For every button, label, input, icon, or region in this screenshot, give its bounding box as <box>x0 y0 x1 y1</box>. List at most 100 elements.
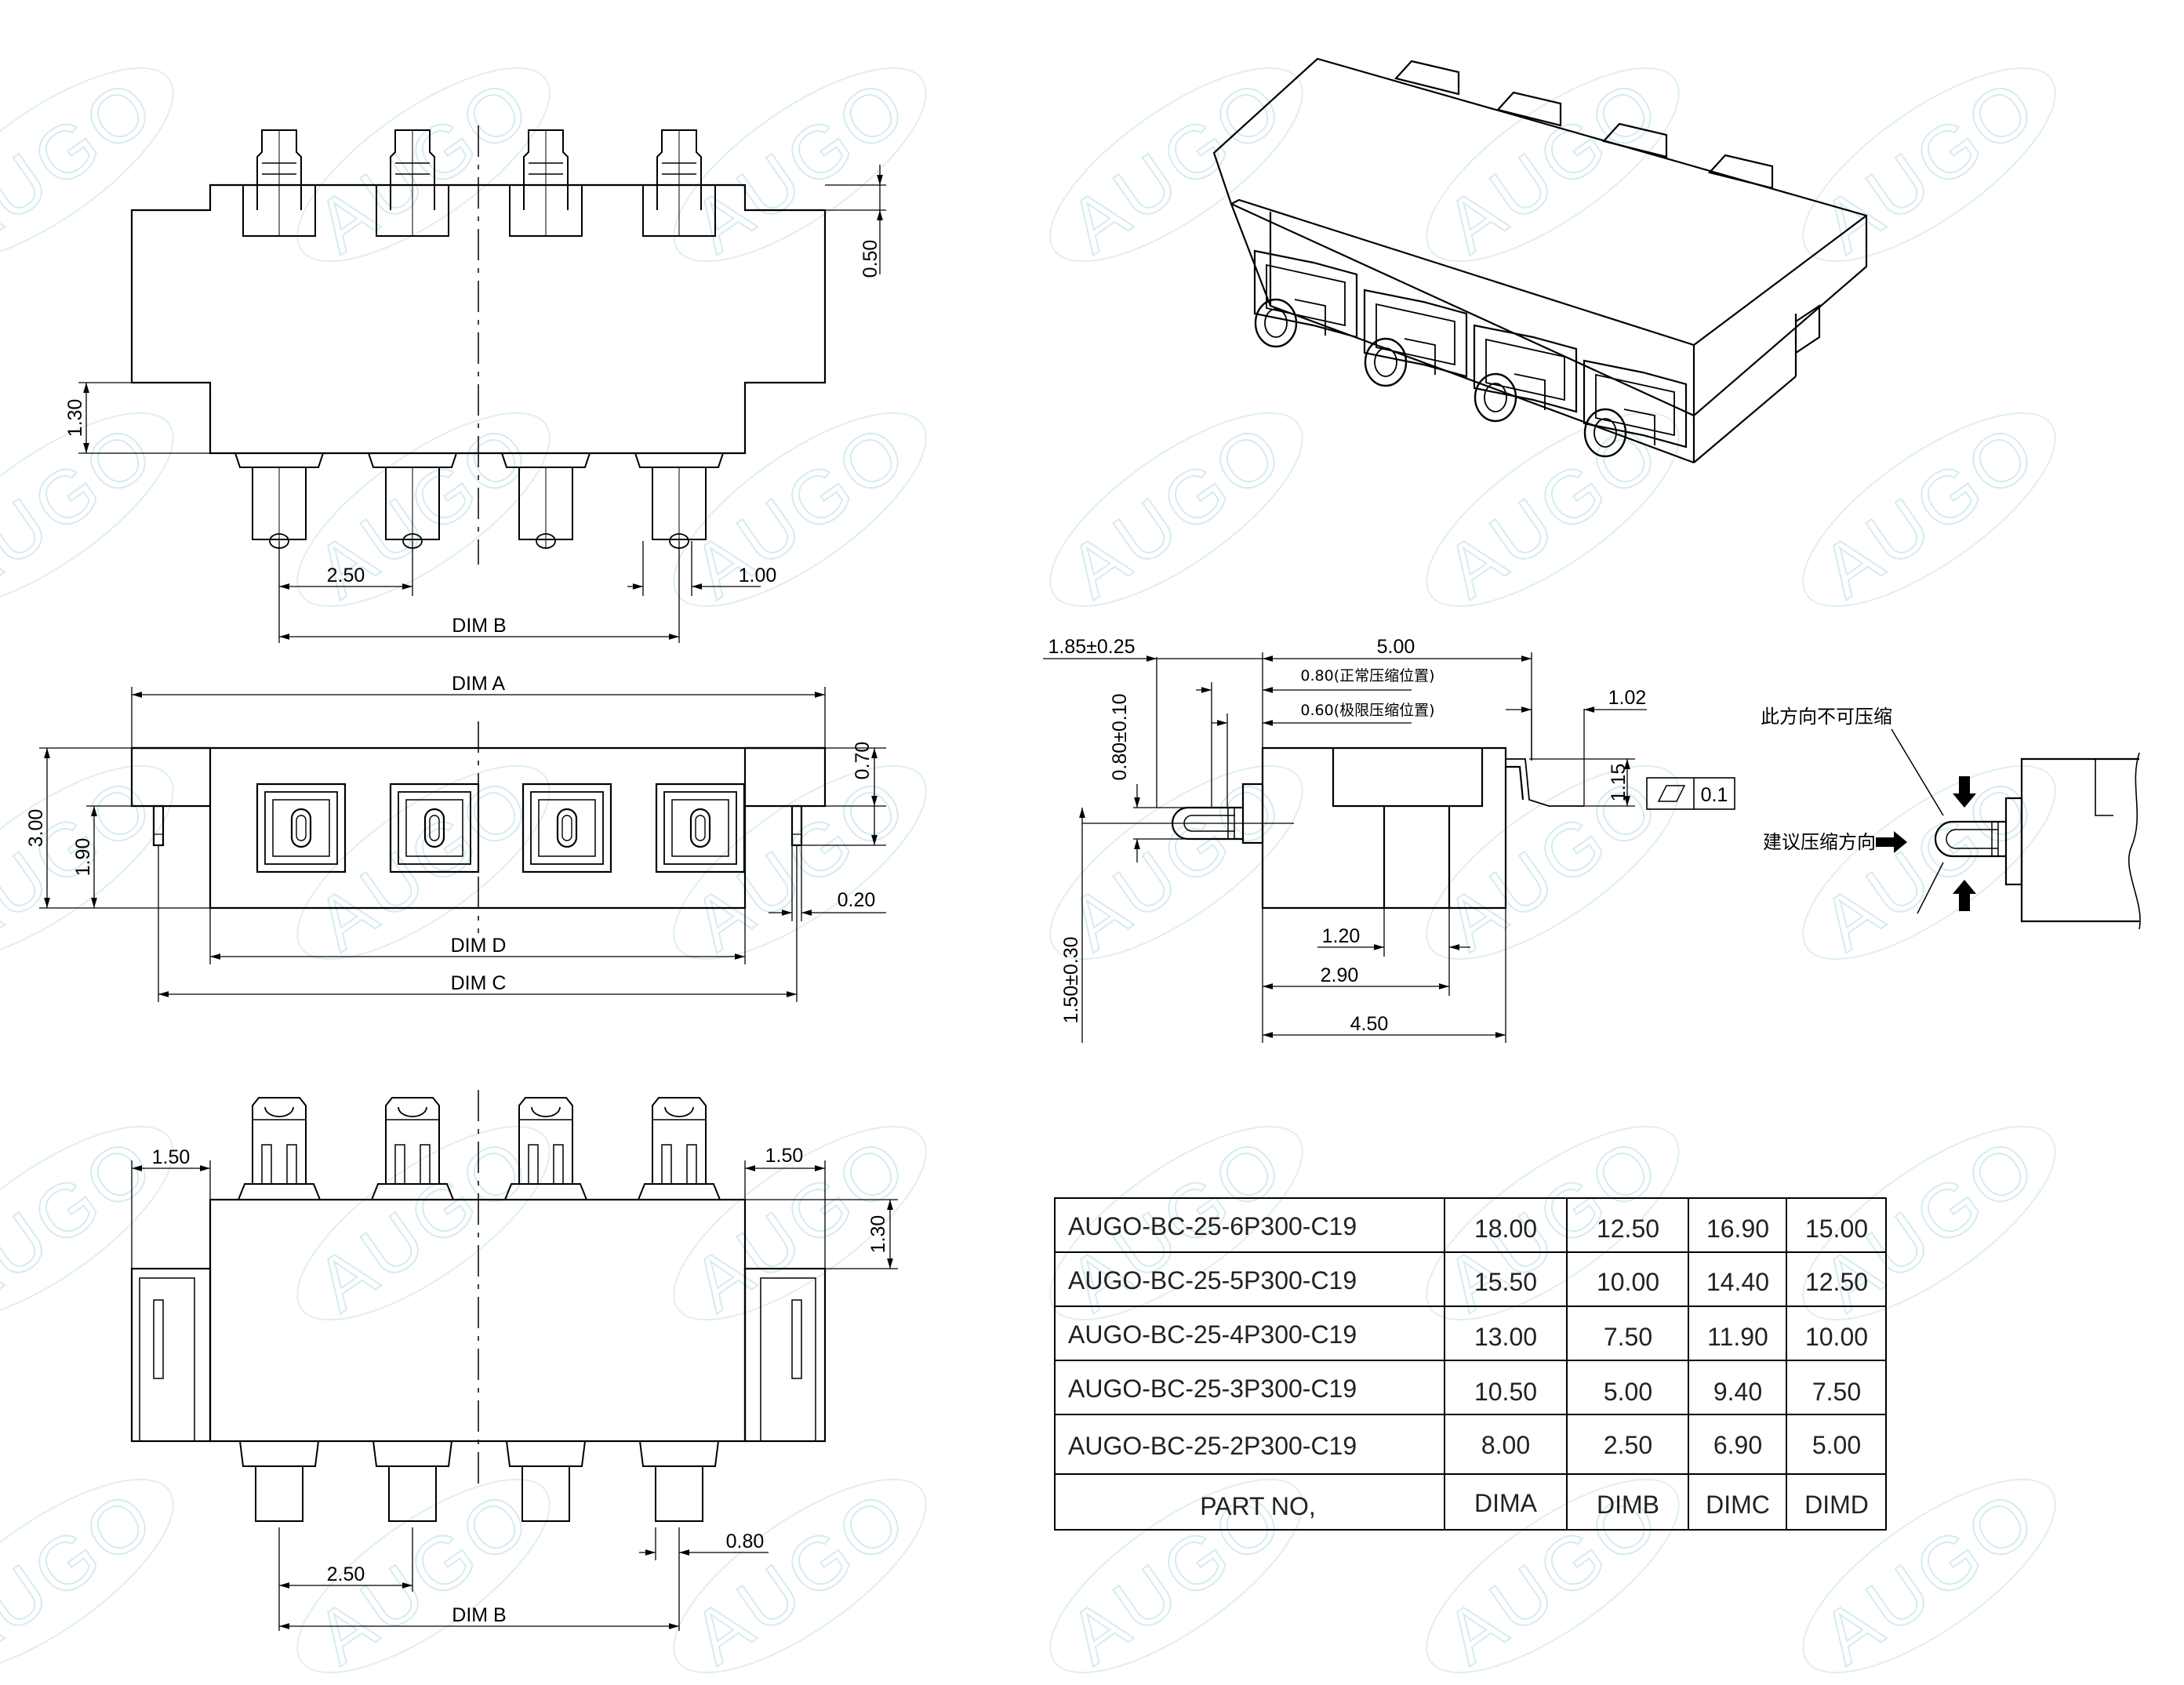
watermark-ring <box>0 1478 174 1674</box>
row-dimc: 6.90 <box>1713 1431 1762 1459</box>
watermark-ring <box>1426 1125 1680 1321</box>
front-dim-070: 0.70 <box>852 742 874 780</box>
contact-window-inner <box>663 791 737 865</box>
iso-pin-head <box>1254 298 1298 348</box>
iso-pin-shaft <box>1404 338 1436 375</box>
iso-pin-hole <box>1264 308 1288 338</box>
pin-tail <box>521 1466 570 1522</box>
bottom-dim-080: 0.80 <box>726 1531 765 1552</box>
contact-window-inner <box>398 791 471 865</box>
contact-pin <box>423 808 445 848</box>
iso-window-inner <box>1595 373 1675 437</box>
iso-window <box>1583 359 1688 448</box>
pin-cap <box>664 1106 694 1117</box>
row-part: AUGO-BC-25-2P300-C19 <box>1068 1432 1357 1460</box>
watermark-ring <box>673 1478 927 1674</box>
contact-pin-inner <box>695 815 706 841</box>
watermark: AUGO <box>673 1473 927 1681</box>
watermark-ring <box>1049 764 1303 961</box>
iso-pin-shaft <box>1514 373 1546 410</box>
row-part: AUGO-BC-25-5P300-C19 <box>1068 1266 1357 1295</box>
pin-hole <box>536 533 556 549</box>
watermark-text: AUGO <box>0 1120 170 1327</box>
watermark-ring <box>296 1125 551 1321</box>
pin-tail <box>655 1466 703 1522</box>
header-part: PART NO, <box>1200 1492 1316 1520</box>
watermark: AUGO <box>1802 759 2056 968</box>
watermark: AUGO <box>1802 61 2056 270</box>
contact-window-frame <box>405 799 463 857</box>
pin-body <box>518 1097 573 1184</box>
contact-window-frame <box>272 799 330 857</box>
pin-tail <box>255 1466 303 1522</box>
row-dimb: 10.00 <box>1597 1268 1659 1296</box>
watermark-ring <box>1802 1478 2056 1674</box>
pin-collar <box>371 1183 454 1200</box>
side-view <box>1043 652 1735 1043</box>
row-dimc: 16.90 <box>1706 1215 1769 1243</box>
row-dimd: 10.00 <box>1805 1323 1868 1351</box>
pin-collar <box>638 1183 721 1200</box>
watermark-ring <box>673 67 927 263</box>
row-part: AUGO-BC-25-6P300-C19 <box>1068 1212 1357 1240</box>
row-dima: 18.00 <box>1474 1215 1537 1243</box>
pin-leg <box>686 1144 697 1185</box>
watermark-ring <box>1426 1478 1680 1674</box>
table-row: AUGO-BC-25-5P300-C19 15.50 10.00 14.40 1… <box>1068 1266 1868 1296</box>
watermark: AUGO <box>1049 406 1303 615</box>
watermark-ring <box>1049 67 1303 263</box>
pin-cap <box>264 1106 294 1117</box>
front-dim-020: 0.20 <box>838 889 876 911</box>
watermark-ring <box>1049 1478 1303 1674</box>
row-dimc: 9.40 <box>1713 1378 1762 1406</box>
row-dimd: 5.00 <box>1812 1431 1861 1459</box>
watermark-ring <box>673 1125 927 1321</box>
table-row: AUGO-BC-25-2P300-C19 8.00 2.50 6.90 5.00 <box>1068 1431 1861 1460</box>
watermark: AUGO <box>1049 1473 1303 1681</box>
pin-foot <box>506 1440 586 1467</box>
watermark-text: AUGO <box>0 1473 170 1680</box>
iso-pin-hole <box>1484 383 1507 412</box>
pin-collar <box>238 1183 321 1200</box>
contact-window <box>521 783 612 873</box>
iso-pin-head <box>1583 408 1627 458</box>
top-dim-250: 2.50 <box>327 565 365 586</box>
row-dima: 15.50 <box>1474 1268 1537 1296</box>
contact-pin-inner <box>429 815 440 841</box>
contact-pin <box>689 808 711 848</box>
watermark: AUGO <box>1802 406 2056 615</box>
pin-foot <box>239 1440 319 1467</box>
row-dima: 10.50 <box>1474 1378 1537 1406</box>
front-view <box>39 687 886 1002</box>
row-dimb: 12.50 <box>1597 1215 1659 1243</box>
contact-pin <box>556 808 578 848</box>
iso-pin-shaft <box>1623 409 1655 445</box>
iso-pin-hole <box>1374 347 1397 377</box>
watermark-text: AUGO <box>0 407 170 614</box>
watermark: AUGO <box>0 759 174 968</box>
watermark: AUGO <box>1426 61 1680 270</box>
table-header-row: PART NO, DIMA DIMB DIMC DIMD <box>1200 1489 1869 1520</box>
bottom-dim-150-left: 1.50 <box>152 1146 191 1168</box>
pin-leg <box>394 1144 405 1185</box>
bottom-dim-b: DIM B <box>452 1604 506 1626</box>
pin-foot <box>634 452 724 468</box>
iso-window <box>1253 249 1358 339</box>
contact-window-inner <box>530 791 604 865</box>
iso-pin-head <box>1364 337 1408 387</box>
bottom-view <box>130 1090 898 1631</box>
iso-window-inner <box>1266 263 1346 327</box>
front-dim-300: 3.00 <box>25 809 47 848</box>
row-part: AUGO-BC-25-4P300-C19 <box>1068 1320 1357 1349</box>
front-dim-190: 1.90 <box>72 838 94 877</box>
dimension-table <box>1054 1197 1887 1531</box>
contact-window <box>256 783 347 873</box>
side-dim-150-030: 1.50±0.30 <box>1060 936 1082 1023</box>
pin-leg <box>420 1144 431 1185</box>
iso-pin-shaft <box>1294 299 1326 336</box>
row-part: AUGO-BC-25-3P300-C19 <box>1068 1375 1357 1403</box>
table-row: AUGO-BC-25-6P300-C19 18.00 12.50 16.90 1… <box>1068 1212 1868 1243</box>
table-row: AUGO-BC-25-3P300-C19 10.50 5.00 9.40 7.5… <box>1068 1375 1861 1406</box>
watermark-ring <box>1802 1125 2056 1321</box>
